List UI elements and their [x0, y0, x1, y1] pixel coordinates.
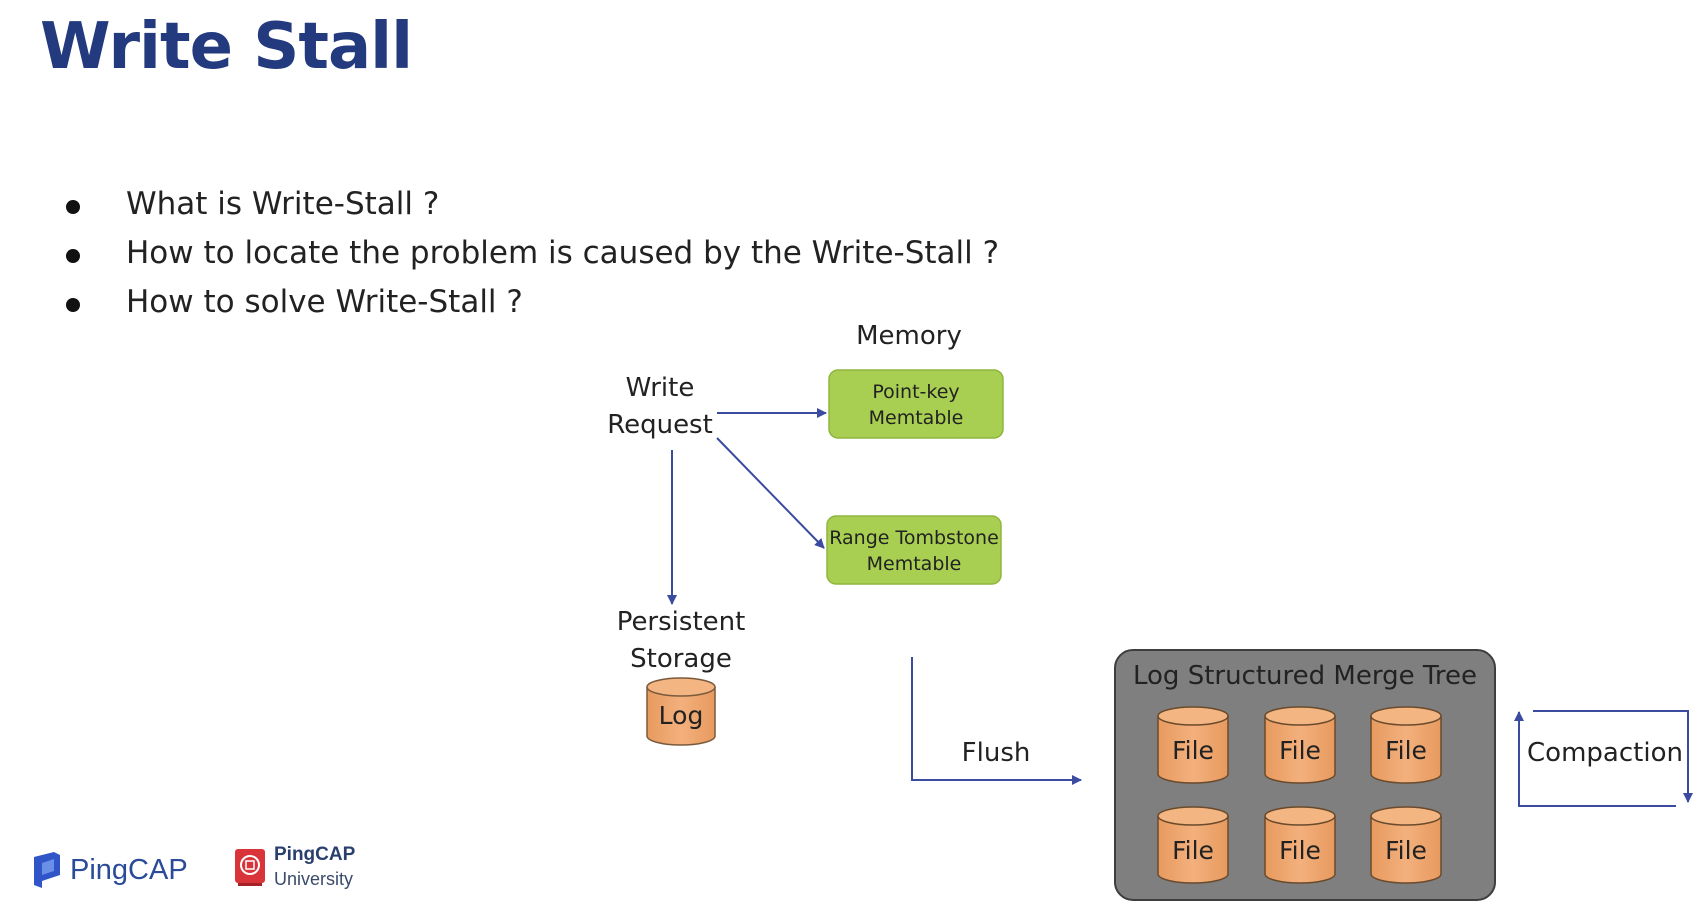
write-request-label-line2: Request [607, 410, 713, 440]
file-cylinder: File [1157, 706, 1229, 784]
slide-title: Write Stall [40, 10, 413, 84]
point-key-memtable: Point-key Memtable [828, 369, 1004, 439]
log-label: Log [659, 701, 704, 730]
file-label: File [1385, 736, 1427, 765]
file-cylinder: File [1264, 706, 1336, 784]
compaction-arrow-up [1514, 711, 1676, 807]
flush-label: Flush [962, 738, 1031, 768]
bullet-dot [66, 298, 80, 312]
university-sub: University [274, 869, 354, 889]
university-text: PingCAP University [274, 843, 355, 891]
compaction-label: Compaction [1527, 738, 1683, 768]
file-label: File [1172, 836, 1214, 865]
file-cylinder: File [1370, 806, 1442, 884]
file-cylinder: File [1157, 806, 1229, 884]
range-tombstone-memtable: Range Tombstone Memtable [826, 515, 1002, 585]
lsm-title: Log Structured Merge Tree [1133, 661, 1477, 691]
pingcap-university-logo: PingCAP University [234, 843, 355, 891]
arrow-to-range-tombstone [716, 437, 825, 549]
university-badge-icon [235, 849, 265, 886]
bullet-item: How to locate the problem is caused by t… [62, 235, 999, 284]
pingcap-wordmark: PingCAP [70, 853, 188, 886]
file-label: File [1279, 736, 1321, 765]
persistent-storage-label-line2: Storage [630, 644, 732, 674]
point-key-label-line2: Memtable [869, 407, 964, 429]
write-request-label-line1: Write [626, 373, 695, 403]
file-cylinder: File [1370, 706, 1442, 784]
file-label: File [1172, 736, 1214, 765]
file-cylinder: File [1264, 806, 1336, 884]
range-tombstone-label-line1: Range Tombstone [829, 527, 999, 549]
range-tombstone-label-line2: Memtable [867, 553, 962, 575]
persistent-storage-label-line1: Persistent [617, 607, 746, 637]
bullet-dot [66, 200, 80, 214]
flush-arrow [911, 657, 1082, 785]
bullet-item: What is Write-Stall ? [62, 186, 999, 235]
bullet-item: How to solve Write-Stall ? [62, 284, 999, 333]
file-label: File [1385, 836, 1427, 865]
bullet-text: How to locate the problem is caused by t… [126, 235, 1000, 271]
university-brand: PingCAP [274, 844, 356, 865]
pingcap-mark-icon [34, 852, 60, 888]
bullet-dot [66, 249, 80, 263]
point-key-label-line1: Point-key [872, 381, 959, 403]
bullet-text: How to solve Write-Stall ? [126, 284, 523, 320]
compaction-arrow-down [1533, 710, 1693, 803]
pingcap-logo: PingCAP [32, 850, 188, 890]
file-label: File [1279, 836, 1321, 865]
memory-label: Memory [856, 321, 962, 351]
log-cylinder: Log [646, 677, 716, 746]
bullet-list: What is Write-Stall ? How to locate the … [62, 186, 999, 333]
bullet-text: What is Write-Stall ? [126, 186, 440, 222]
